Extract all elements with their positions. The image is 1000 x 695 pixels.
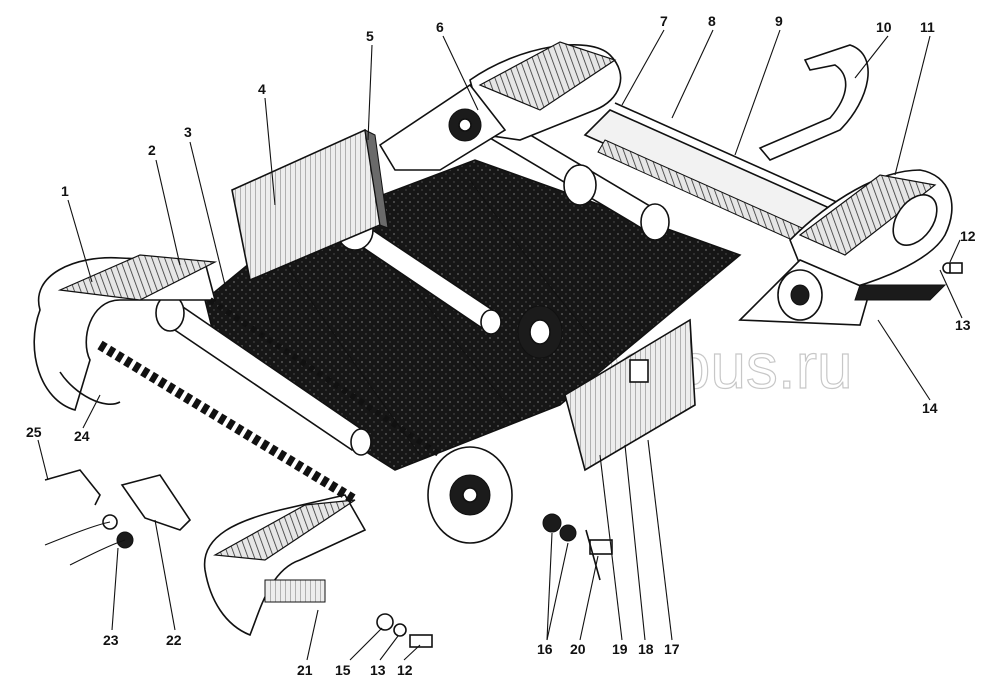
callout-14: 14: [922, 400, 938, 416]
belt-guide-strip: [758, 44, 869, 161]
clip-pin: [44, 469, 101, 506]
leader-lines: [37, 29, 963, 661]
callout-6: 6: [436, 19, 444, 35]
washer-nut-lower-left: [44, 514, 134, 566]
callout-11: 11: [920, 19, 935, 35]
callout-17: 17: [664, 641, 680, 657]
callout-3: 3: [184, 124, 192, 140]
callout-19: 19: [612, 641, 628, 657]
track-rear-center: [469, 41, 622, 141]
callout-13-bottom: 13: [370, 662, 386, 678]
callout-2: 2: [148, 142, 156, 158]
callout-12-bottom: 12: [397, 662, 413, 678]
track-front-center: [203, 494, 367, 637]
top-shaft: [483, 119, 670, 241]
bearing-plate-right: [738, 259, 871, 326]
bracket-lower-left: [120, 474, 192, 531]
callout-4: 4: [258, 81, 266, 97]
callout-16: 16: [537, 641, 553, 657]
track-rear-right: [789, 169, 953, 291]
callout-21: 21: [297, 662, 313, 678]
fastener-set-bottom: [376, 613, 433, 648]
front-shaft: [155, 294, 372, 456]
track-front-left: [33, 254, 218, 411]
callout-12-right: 12: [960, 228, 976, 244]
callout-9: 9: [775, 13, 783, 29]
callout-24: 24: [74, 428, 90, 444]
callout-23: 23: [103, 632, 119, 648]
callout-7: 7: [660, 13, 668, 29]
fastener-set-front: [542, 513, 613, 581]
callout-20: 20: [570, 641, 586, 657]
callout-8: 8: [708, 13, 716, 29]
chain-lower-left: [97, 297, 442, 505]
callout-22: 22: [166, 632, 182, 648]
fastener-set-right: [942, 262, 963, 274]
guide-bar-right: [854, 284, 947, 301]
callout-10: 10: [876, 19, 892, 35]
sprocket-plate-rear: [378, 83, 507, 171]
callout-15: 15: [335, 662, 351, 678]
side-wall-right: [564, 318, 696, 472]
callout-13-right: 13: [955, 317, 971, 333]
callout-1: 1: [61, 183, 69, 199]
callout-25: 25: [26, 424, 42, 440]
callout-labels: 1 2 3 4 5 6 7 8 9 10 11 12 12 13 13 14 1…: [26, 13, 976, 678]
side-wall-left: [231, 128, 389, 282]
callout-18: 18: [638, 641, 654, 657]
sprocket-plate-front: [427, 446, 513, 544]
callout-5: 5: [366, 28, 374, 44]
